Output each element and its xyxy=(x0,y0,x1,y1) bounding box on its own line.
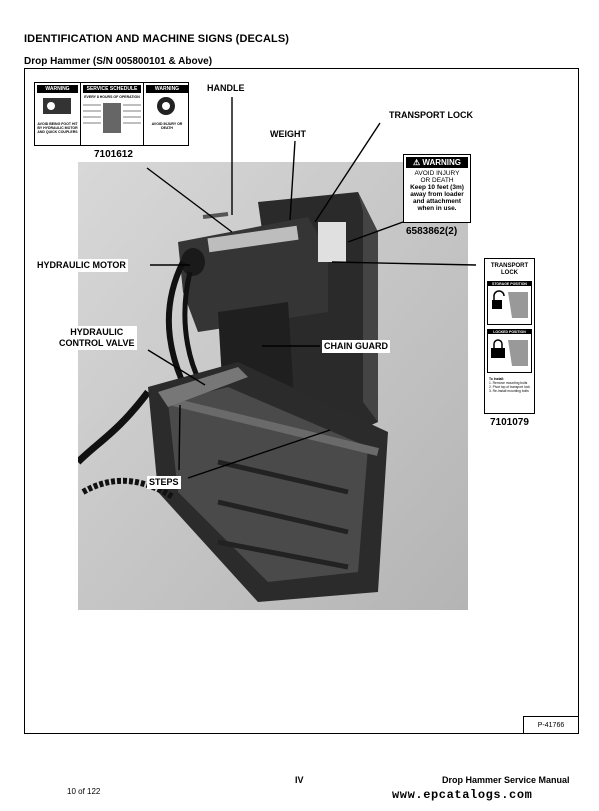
service-diagram-icon xyxy=(83,103,141,133)
lock-decal-header-2: LOCK xyxy=(501,270,518,276)
warning-line-6: when in use. xyxy=(417,205,457,212)
lock-decal-header-1: TRANSPORT xyxy=(490,263,529,269)
transport-lock-decal: TRANSPORT LOCK STORAGE POSITION LOCKED P… xyxy=(484,258,535,414)
callout-handle: HANDLE xyxy=(205,82,247,95)
locked-position-panel: LOCKED POSITION xyxy=(487,329,532,373)
manual-title: Drop Hammer Service Manual xyxy=(442,775,570,785)
drop-hammer-photo xyxy=(78,162,468,610)
figure-reference: P-41766 xyxy=(523,716,579,734)
callout-chain-guard: CHAIN GUARD xyxy=(322,340,390,353)
callout-weight: WEIGHT xyxy=(268,128,308,141)
callout-steps: STEPS xyxy=(147,476,181,489)
lock-instruction-2: 2. Pivot top of transport lock xyxy=(489,385,530,389)
callout-transport-lock: TRANSPORT LOCK xyxy=(387,109,475,122)
decal-left-header: WARNING xyxy=(37,85,78,93)
decal-number-7101612: 7101612 xyxy=(94,149,133,160)
service-schedule-decal: WARNING AVOID BEING FOOT HIT BY HYDRAULI… xyxy=(34,82,189,146)
motor-hazard-icon xyxy=(43,98,71,114)
warning-line-3: Keep 10 feet (3m) xyxy=(410,184,464,191)
unlocked-padlock-icon xyxy=(492,290,528,318)
decal-right-panel: WARNING AVOID INJURY OR DEATH xyxy=(144,83,190,145)
decal-mid-header: SERVICE SCHEDULE xyxy=(83,85,141,93)
warning-line-4: away from loader xyxy=(410,191,464,198)
figure-subtitle: Drop Hammer (S/N 005800101 & Above) xyxy=(24,56,213,67)
warning-triangle-icon: ⚠ xyxy=(412,158,421,167)
lock-instructions: To Install: 1. Remove mounting bolts 2. … xyxy=(489,377,530,393)
storage-position-label: STORAGE POSITION xyxy=(488,282,531,286)
lock-instructions-title: To Install: xyxy=(489,377,505,381)
page-number: IV xyxy=(295,775,304,785)
lock-instruction-3: 3. Re-install mounting bolts xyxy=(489,389,529,393)
section-title: IDENTIFICATION AND MACHINE SIGNS (DECALS… xyxy=(24,33,290,45)
decal-left-text: AVOID BEING FOOT HIT BY HYDRAULIC MOTOR … xyxy=(37,122,78,134)
decal-middle-panel: SERVICE SCHEDULE EVERY 8 HOURS OF OPERAT… xyxy=(81,83,144,145)
warning-line-2: OR DEATH xyxy=(420,177,454,184)
decal-number-6583862: 6583862(2) xyxy=(406,226,458,237)
warning-line-1: AVOID INJURY xyxy=(414,170,460,177)
callout-hydraulic-motor: HYDRAULIC MOTOR xyxy=(35,259,128,272)
callout-hcv-line2: CONTROL VALVE xyxy=(59,338,135,348)
locked-position-label: LOCKED POSITION xyxy=(488,330,531,334)
locked-padlock-icon xyxy=(491,339,528,366)
figure-frame xyxy=(24,68,579,734)
storage-position-panel: STORAGE POSITION xyxy=(487,281,532,325)
callout-hcv-line1: HYDRAULIC xyxy=(70,327,124,337)
callout-hydraulic-control-valve: HYDRAULIC CONTROL VALVE xyxy=(57,326,137,350)
decal-mid-sub: EVERY 8 HOURS OF OPERATION xyxy=(84,95,140,99)
warning-line-5: and attachment xyxy=(412,198,462,205)
lock-instruction-1: 1. Remove mounting bolts xyxy=(489,381,528,385)
watermark-link[interactable]: www.epcatalogs.com xyxy=(392,788,533,802)
decal-number-7101079: 7101079 xyxy=(490,417,529,428)
page-of-count: 10 of 122 xyxy=(67,787,101,796)
decal-right-text: AVOID INJURY OR DEATH xyxy=(151,122,183,130)
decal-left-panel: WARNING AVOID BEING FOOT HIT BY HYDRAULI… xyxy=(35,83,81,145)
warning-decal: ⚠ WARNING AVOID INJURY OR DEATH Keep 10 … xyxy=(403,154,471,223)
crush-hazard-icon xyxy=(157,97,175,115)
drop-hammer-illustration xyxy=(78,162,468,610)
warning-header-text: WARNING xyxy=(422,158,462,167)
decal-right-header: WARNING xyxy=(146,85,188,93)
warning-header: ⚠ WARNING xyxy=(406,157,468,168)
